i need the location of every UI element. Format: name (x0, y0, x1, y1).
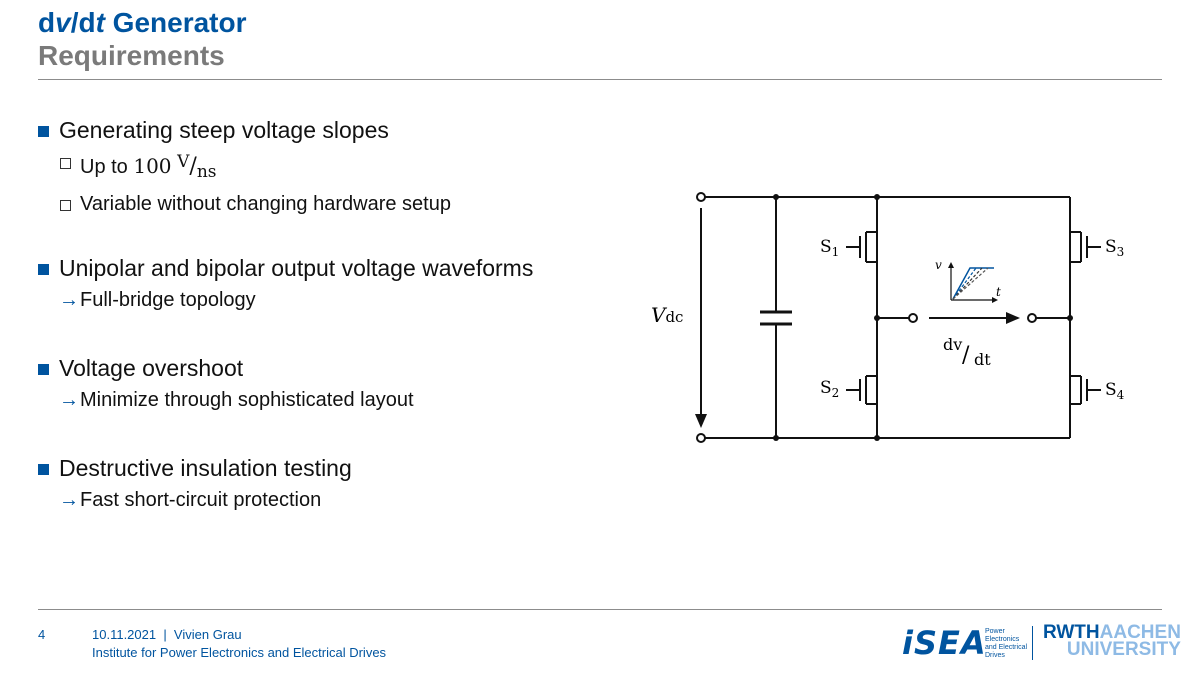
s3-label: S3 (1105, 237, 1124, 259)
date-author: 10.11.2021 | Vivien Grau (92, 627, 242, 642)
checkbox-bullet-icon (60, 200, 71, 211)
slope-value: 100 (133, 154, 172, 178)
rwth-logo: RWTHAACHEN UNIVERSITY (1043, 622, 1181, 660)
sub-bullet-text: Full-bridge topology (80, 289, 256, 311)
bullet-square-icon (38, 264, 49, 275)
bullet-item: Unipolar and bipolar output voltage wave… (38, 252, 638, 284)
title-part: v (55, 7, 71, 38)
sub-bullet-text: Minimize through sophisticated layout (80, 389, 414, 411)
sub-bullet-item: → Minimize through sophisticated layout (38, 384, 638, 416)
header-divider (38, 79, 1162, 80)
unit-numerator: V (177, 152, 190, 172)
bullet-square-icon (38, 364, 49, 375)
bullet-text: Unipolar and bipolar output voltage wave… (59, 255, 534, 281)
isea-logo-subtext: Power Electronics and Electrical Drives (985, 628, 1028, 659)
isea-logo: iSEA (902, 624, 987, 662)
sub-bullet-item: → Full-bridge topology (38, 284, 638, 316)
bullet-square-icon (38, 126, 49, 137)
slide-title: dv/dt Generator (38, 6, 247, 39)
bullet-text: Generating steep voltage slopes (59, 117, 389, 143)
arrow-right-icon: → (59, 389, 79, 411)
slide-subtitle: Requirements (38, 40, 225, 71)
vdc-label: Vdc (651, 303, 683, 327)
sub-bullet-item: Variable without changing hardware setup (38, 188, 638, 220)
sub-bullet-item: Up to 100 V/ns (38, 146, 638, 188)
bullet-square-icon (38, 464, 49, 475)
title-part: /d (70, 7, 96, 38)
s4-label: S4 (1105, 380, 1125, 402)
bullet-list: Generating steep voltage slopes Up to 10… (38, 114, 638, 516)
footer-info: 10.11.2021 | Vivien Grau Institute for P… (92, 626, 386, 662)
s2-label: S2 (820, 378, 839, 400)
mosfet-s2-icon (846, 375, 877, 405)
s1-label: S1 (820, 237, 839, 259)
bullet-text: Voltage overshoot (59, 355, 244, 381)
dvdt-slash: / (962, 343, 970, 368)
title-part: d (38, 7, 56, 38)
footer-divider (38, 609, 1162, 610)
unit-denominator: ns (196, 162, 217, 182)
dvdt-numerator: dv (943, 335, 962, 354)
inset-t-label: t (996, 285, 1001, 299)
sub-bullet-text: Variable without changing hardware setup (80, 193, 451, 215)
mosfet-s4-icon (1070, 375, 1101, 405)
sub-bullet-item: → Fast short-circuit protection (38, 484, 638, 516)
mosfet-s1-icon (846, 231, 877, 263)
logo-separator (1032, 626, 1033, 660)
bullet-item: Destructive insulation testing (38, 452, 638, 484)
sub-bullet-text: Up to (80, 156, 134, 178)
mosfet-s3-icon (1070, 231, 1101, 263)
arrow-right-icon: → (59, 289, 79, 311)
sub-bullet-text: Fast short-circuit protection (80, 489, 322, 511)
bullet-item: Generating steep voltage slopes (38, 114, 638, 146)
bullet-item: Voltage overshoot (38, 352, 638, 384)
inset-v-label: v (935, 258, 942, 272)
bullet-text: Destructive insulation testing (59, 455, 352, 481)
dvdt-denominator: dt (974, 350, 991, 369)
full-bridge-circuit-diagram: Vdc S1 S2 S3 S4 dv / dt v t (651, 192, 1125, 443)
title-part: Generator (104, 7, 247, 38)
page-number: 4 (38, 627, 46, 642)
arrow-right-icon: → (59, 489, 79, 511)
institute-name: Institute for Power Electronics and Elec… (92, 645, 387, 660)
title-part: t (95, 7, 105, 38)
waveform-inset (948, 262, 998, 303)
checkbox-bullet-icon (60, 158, 71, 169)
